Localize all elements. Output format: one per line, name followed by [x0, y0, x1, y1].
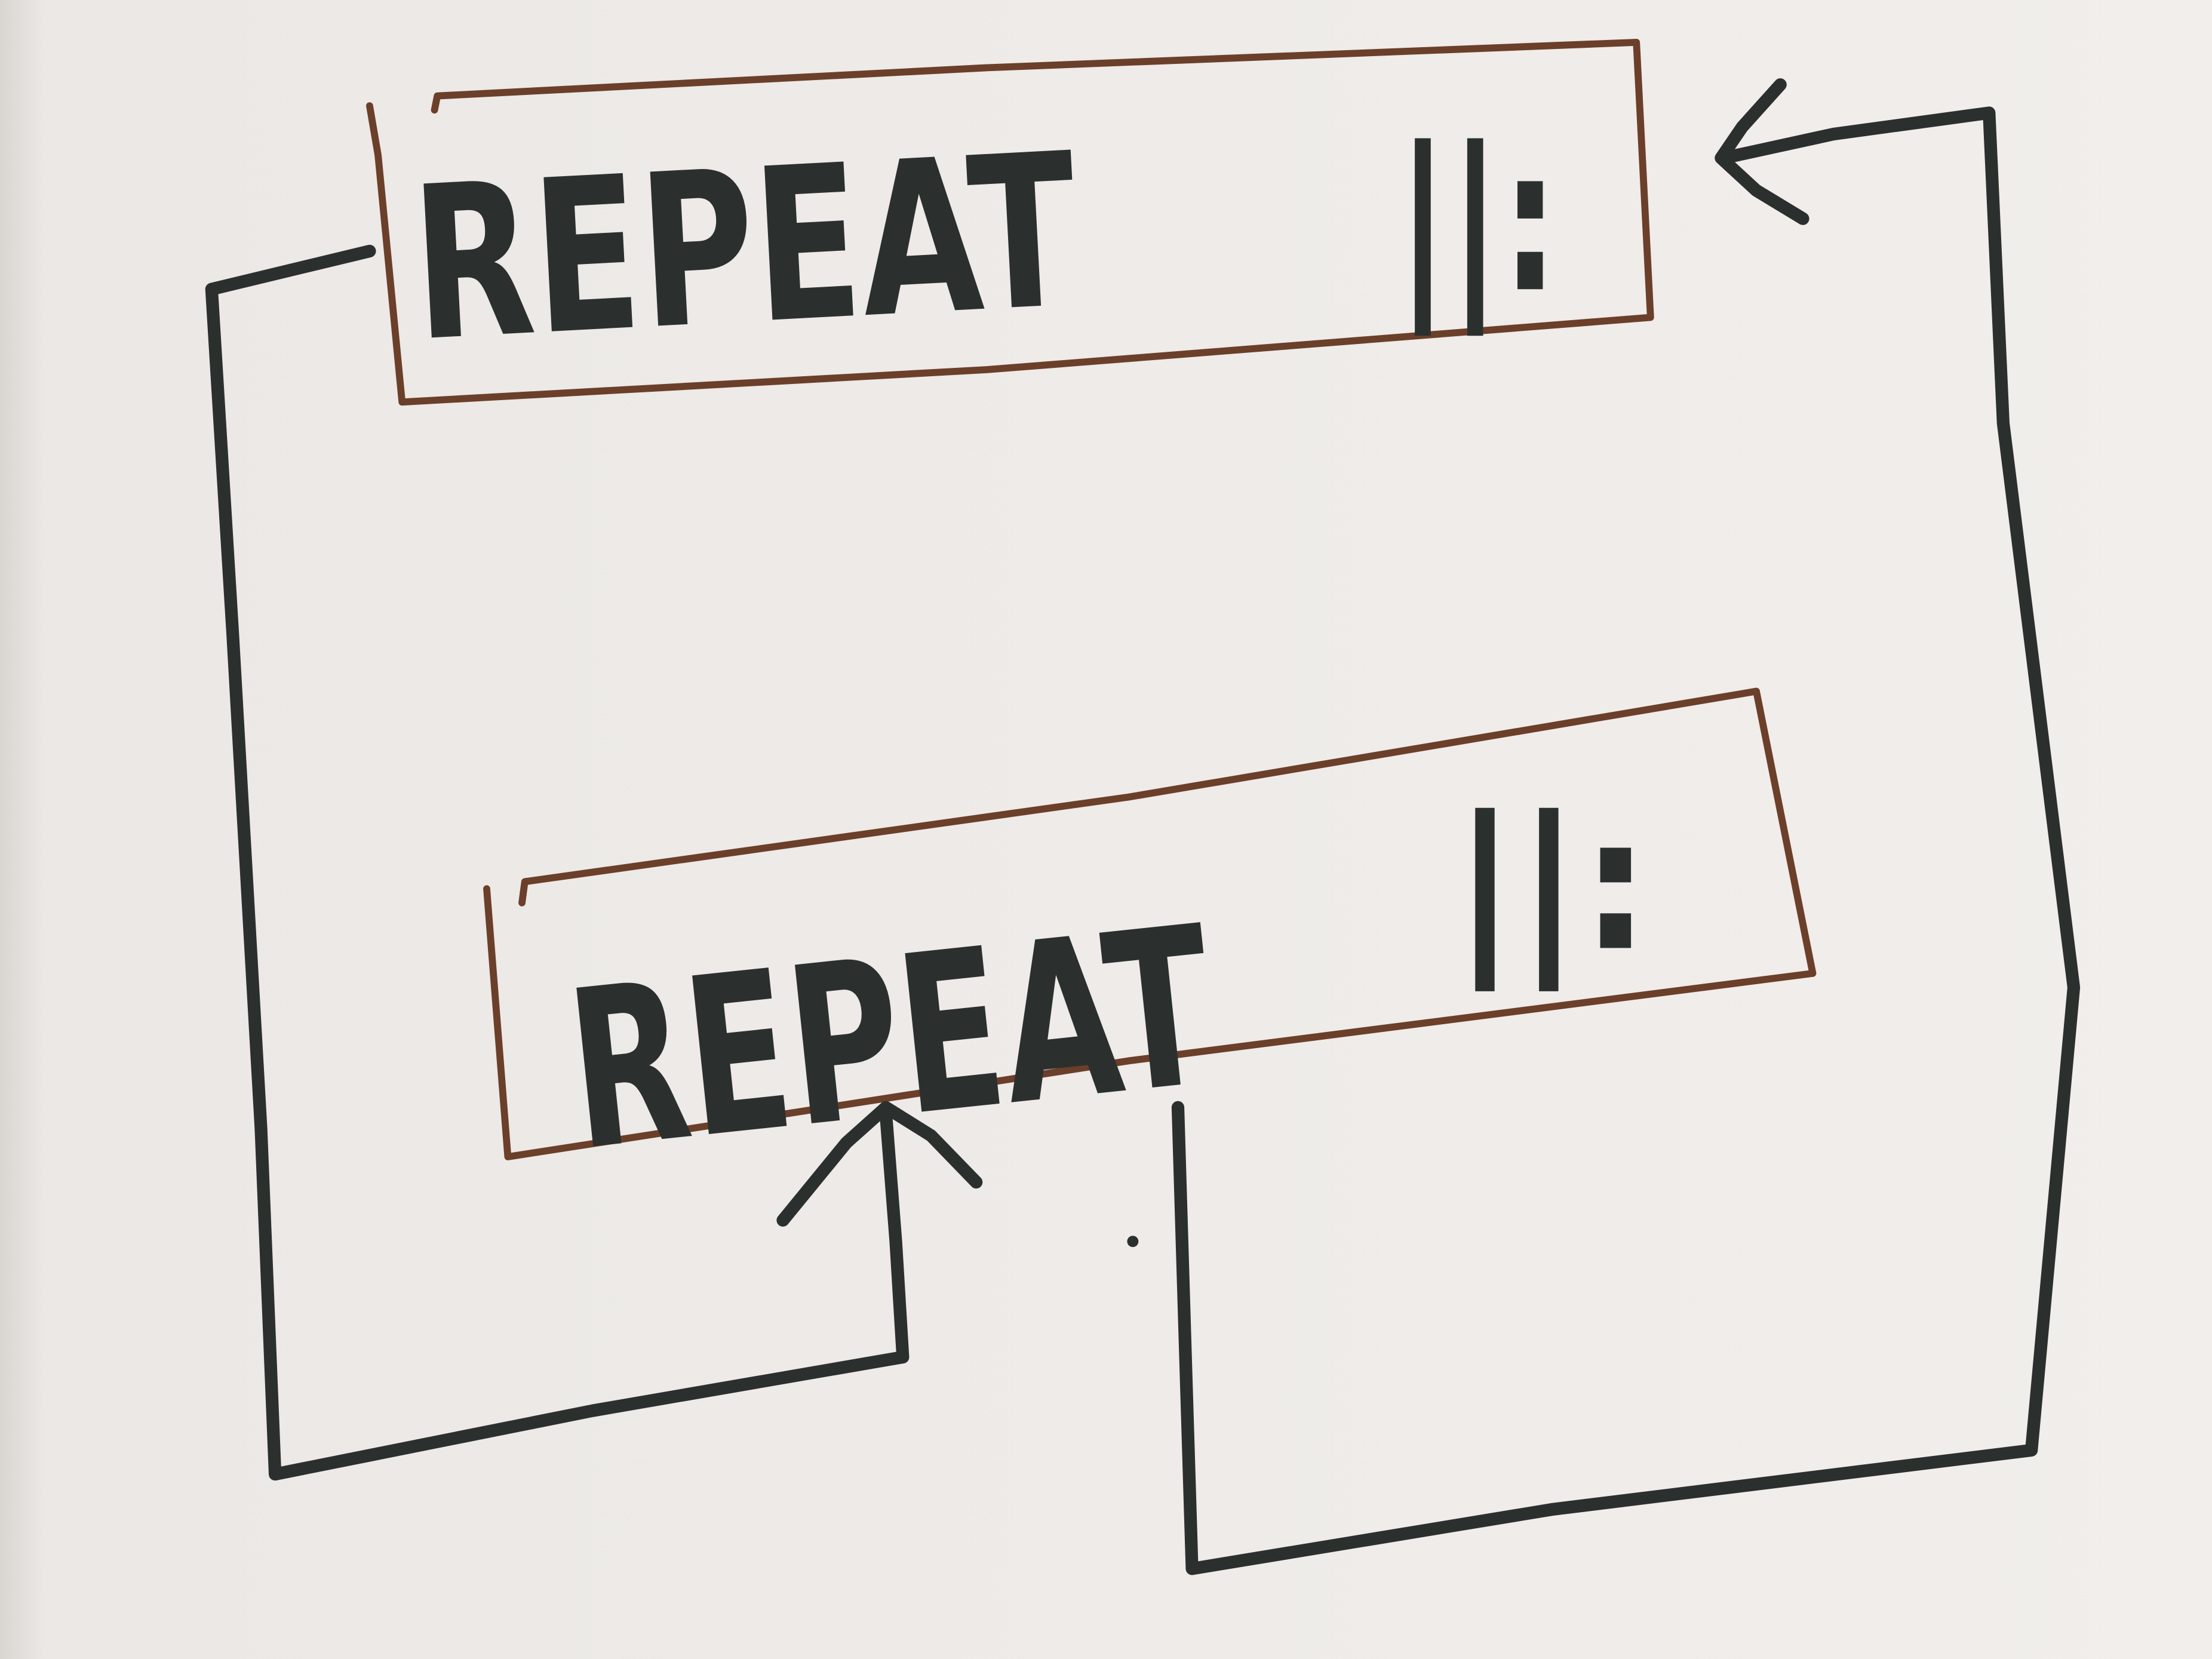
- bottom-block-outline: [483, 687, 1817, 1160]
- outer-loop-line: [1171, 106, 2081, 1575]
- top-block-label: REPEAT: [407, 107, 1083, 389]
- top-block-outline: [366, 38, 1654, 406]
- inner-loop-line: [205, 244, 910, 1481]
- inner-loop-arrowhead-icon: [776, 1101, 983, 1227]
- ink-dot: [1127, 1236, 1139, 1248]
- outer-loop-arrowhead-icon: [1715, 78, 1809, 225]
- top-repeat-block: REPEAT ||:: [366, 38, 1654, 406]
- outer-loop-arrow: [1171, 78, 2081, 1575]
- bottom-block-repeat-symbol: ||:: [1453, 778, 1651, 994]
- top-block-repeat-symbol: ||:: [1397, 106, 1559, 339]
- inner-loop-arrow: [205, 244, 983, 1481]
